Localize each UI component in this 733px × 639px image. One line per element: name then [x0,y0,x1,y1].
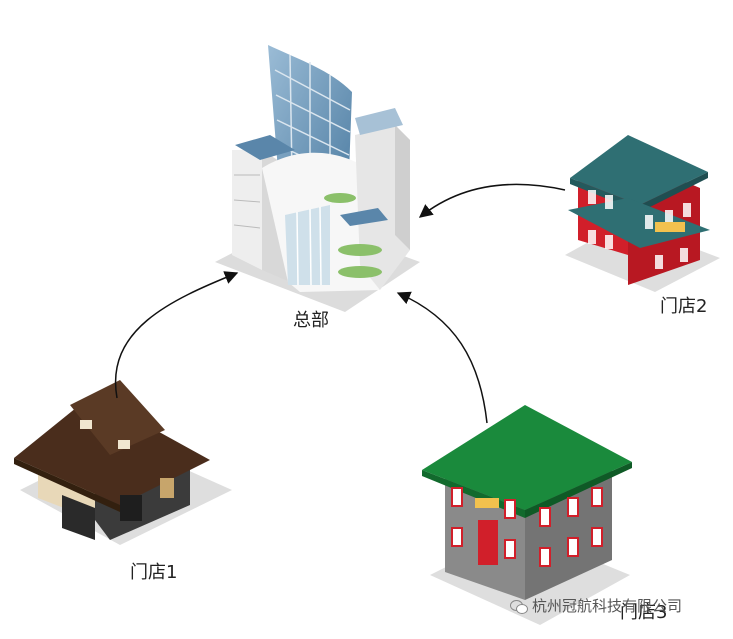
wechat-icon [510,599,528,614]
store2-label: 门店2 [660,296,708,317]
store3-label: 门店3 [620,602,668,623]
arrow-store3-to-hq [396,291,488,424]
store1-label: 门店1 [130,562,178,583]
headquarters-building [215,45,420,312]
watermark-text: 杭州冠航科技有限公司 [532,597,683,615]
store2-building [565,135,720,292]
arrow-store1-to-hq [114,271,239,399]
arrow-store2-to-hq [418,183,566,218]
store1-building [14,380,232,545]
store3-building [422,405,632,625]
hq-label: 总部 [293,310,329,331]
watermark: 杭州冠航科技有限公司 [510,595,682,616]
